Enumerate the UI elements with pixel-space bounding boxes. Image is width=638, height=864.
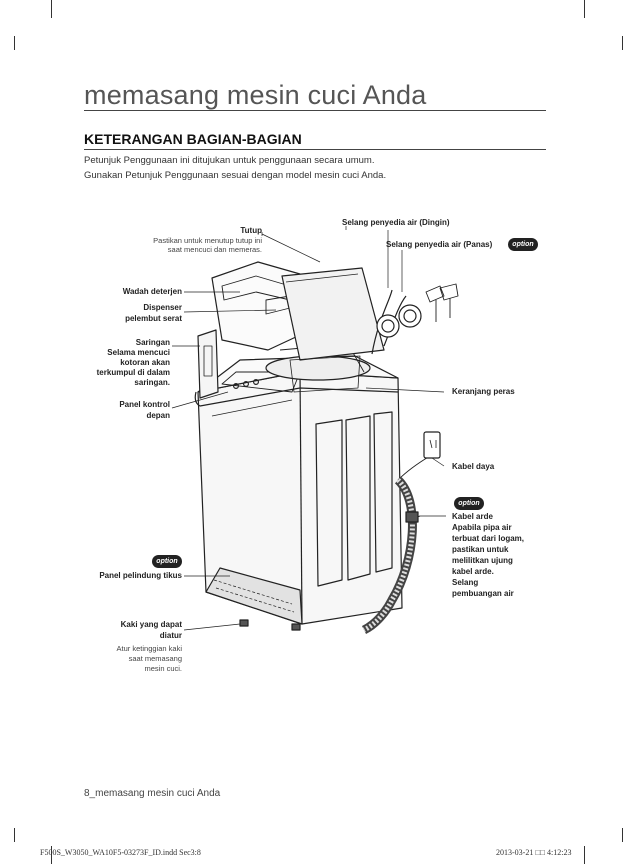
filter-note-3: terkumpul di dalam [60,368,170,378]
label-spin-basket: Keranjang peras [452,387,515,397]
filter-note-4: saringan. [70,378,170,388]
lid-note-1: Pastikan untuk menutup tutup ini [100,236,262,245]
label-power-cord: Kabel daya [452,462,494,472]
filter-note-2: kotoran akan [70,358,170,368]
label-rat-guard: Panel pelindung tikus [70,571,182,581]
option-badge: option [454,497,484,510]
print-slug-right: 2013-03-21 □□ 4:12:23 [496,848,571,857]
ground-note-2: terbuat dari logam, [452,534,524,544]
label-drain-hose-1: Selang [452,578,478,588]
label-front-panel-2: depan [80,411,170,421]
ground-note-3: pastikan untuk [452,545,508,555]
label-filter: Saringan [70,338,170,348]
page-footer: 8_memasang mesin cuci Anda [84,788,220,799]
ground-note-1: Apabila pipa air [452,523,512,533]
option-badge: option [508,238,538,251]
label-hot-hose: Selang penyedia air (Panas) [386,240,492,250]
label-cold-hose: Selang penyedia air (Dingin) [342,218,450,228]
feet-note-2: saat memasang [80,654,182,663]
print-slug-left: F500S_W3050_WA10F5-03273F_ID.indd Sec3:8 [40,848,201,857]
label-softener-2: pelembut serat [80,314,182,324]
label-detergent: Wadah deterjen [80,287,182,297]
label-drain-hose-2: pembuangan air [452,589,514,599]
label-lid: Tutup [200,226,262,236]
feet-note-3: mesin cuci. [80,664,182,673]
filter-note-1: Selama mencuci [70,348,170,358]
label-adjustable-feet-1: Kaki yang dapat [80,620,182,630]
label-softener-1: Dispenser [80,303,182,313]
label-adjustable-feet-2: diatur [80,631,182,641]
option-badge: option [152,555,182,568]
ground-note-4: melilitkan ujung [452,556,513,566]
feet-note-1: Atur ketinggian kaki [80,644,182,653]
ground-note-5: kabel arde. [452,567,494,577]
lid-note-2: saat mencuci dan memeras. [100,245,262,254]
label-ground-wire: Kabel arde [452,512,493,522]
label-front-panel-1: Panel kontrol [80,400,170,410]
